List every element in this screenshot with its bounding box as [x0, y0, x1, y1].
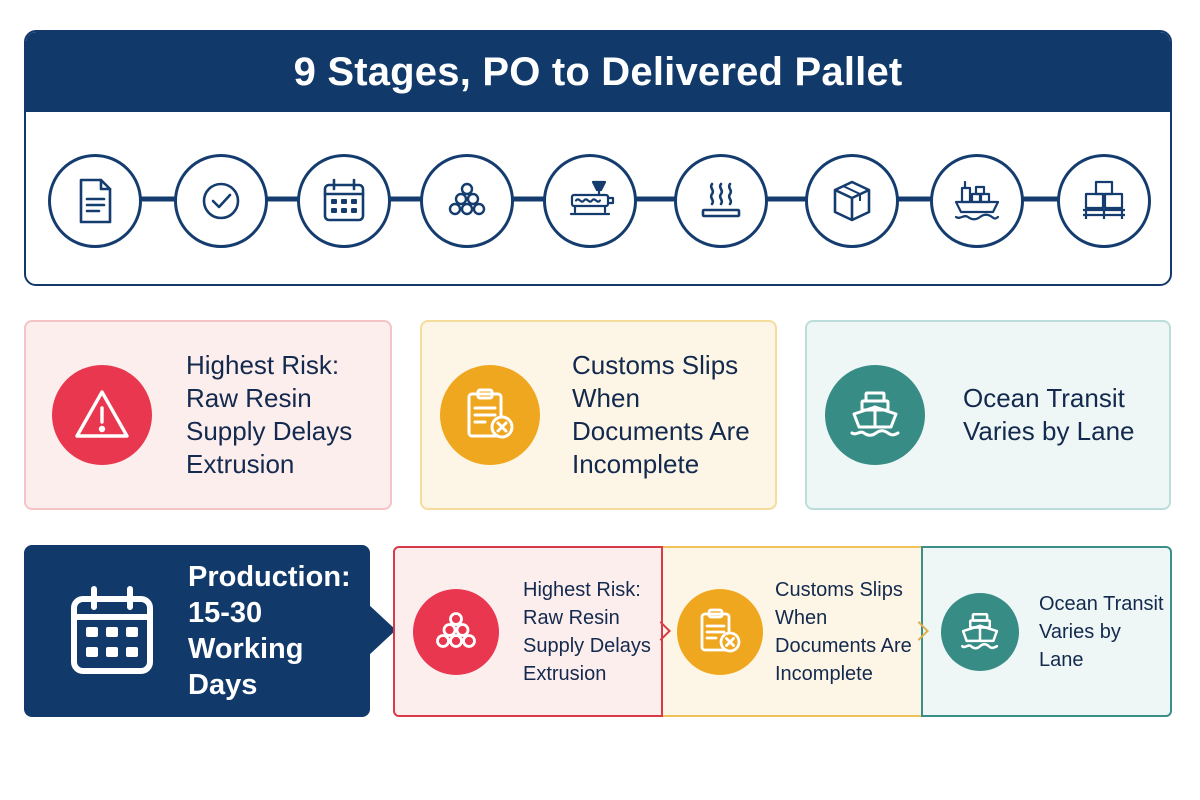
stage-4[interactable]	[420, 154, 514, 248]
transit-badge	[825, 365, 925, 465]
stage-1[interactable]	[48, 154, 142, 248]
strip-risk-badge	[413, 588, 499, 675]
document-icon	[79, 178, 112, 224]
production-block: Production: 15-30 Working Days	[24, 545, 370, 717]
stage-6[interactable]	[674, 154, 768, 248]
ship-icon	[850, 391, 900, 437]
stage-track	[26, 112, 1170, 284]
transit-text: Ocean Transit Varies by Lane	[963, 383, 1135, 446]
page-title: 9 Stages, PO to Delivered Pallet	[26, 32, 1170, 112]
transit-card: Ocean Transit Varies by Lane	[805, 320, 1171, 510]
calendar-icon	[71, 586, 153, 674]
cargo-ship-icon	[954, 180, 1000, 221]
production-text: Production: 15-30 Working Days	[188, 561, 351, 701]
clipboard-x-icon	[467, 388, 514, 439]
strip-customs-badge	[677, 588, 763, 675]
extruder-icon	[569, 180, 615, 216]
customs-badge	[440, 365, 540, 465]
strip-customs: Customs Slips When Documents Are Incompl…	[663, 546, 921, 717]
calendar-icon	[323, 178, 365, 222]
customs-text: Customs Slips When Documents Are Incompl…	[572, 350, 750, 479]
heat-plate-icon	[701, 182, 741, 218]
resin-pellets-icon	[448, 182, 486, 216]
strip-customs-text: Customs Slips When Documents Are Incompl…	[775, 578, 912, 685]
strip-transit-text: Ocean Transit Varies by Lane	[1039, 592, 1164, 671]
box-icon	[833, 180, 871, 222]
ship-icon	[960, 612, 999, 649]
stage-2[interactable]	[174, 154, 268, 248]
check-circle-icon	[202, 182, 240, 220]
strip-risk: Highest Risk: Raw Resin Supply Delays Ex…	[393, 546, 663, 717]
stage-7[interactable]	[805, 154, 899, 248]
warning-icon	[75, 390, 129, 438]
pallet-icon	[1083, 180, 1125, 219]
clipboard-x-icon	[700, 608, 741, 652]
customs-card: Customs Slips When Documents Are Incompl…	[420, 320, 777, 510]
production-arrow	[368, 604, 396, 656]
strip-transit-badge	[941, 592, 1019, 671]
stages-panel: 9 Stages, PO to Delivered Pallet	[24, 30, 1172, 286]
risk-text: Highest Risk: Raw Resin Supply Delays Ex…	[186, 350, 353, 479]
strip-risk-text: Highest Risk: Raw Resin Supply Delays Ex…	[523, 578, 651, 685]
risk-card: Highest Risk: Raw Resin Supply Delays Ex…	[24, 320, 392, 510]
stage-3[interactable]	[297, 154, 391, 248]
stage-5[interactable]	[543, 154, 637, 248]
stage-9[interactable]	[1057, 154, 1151, 248]
resin-pellets-icon	[436, 611, 476, 648]
risk-badge	[52, 365, 152, 465]
strip-transit: Ocean Transit Varies by Lane	[921, 546, 1172, 717]
stage-8[interactable]	[930, 154, 1024, 248]
